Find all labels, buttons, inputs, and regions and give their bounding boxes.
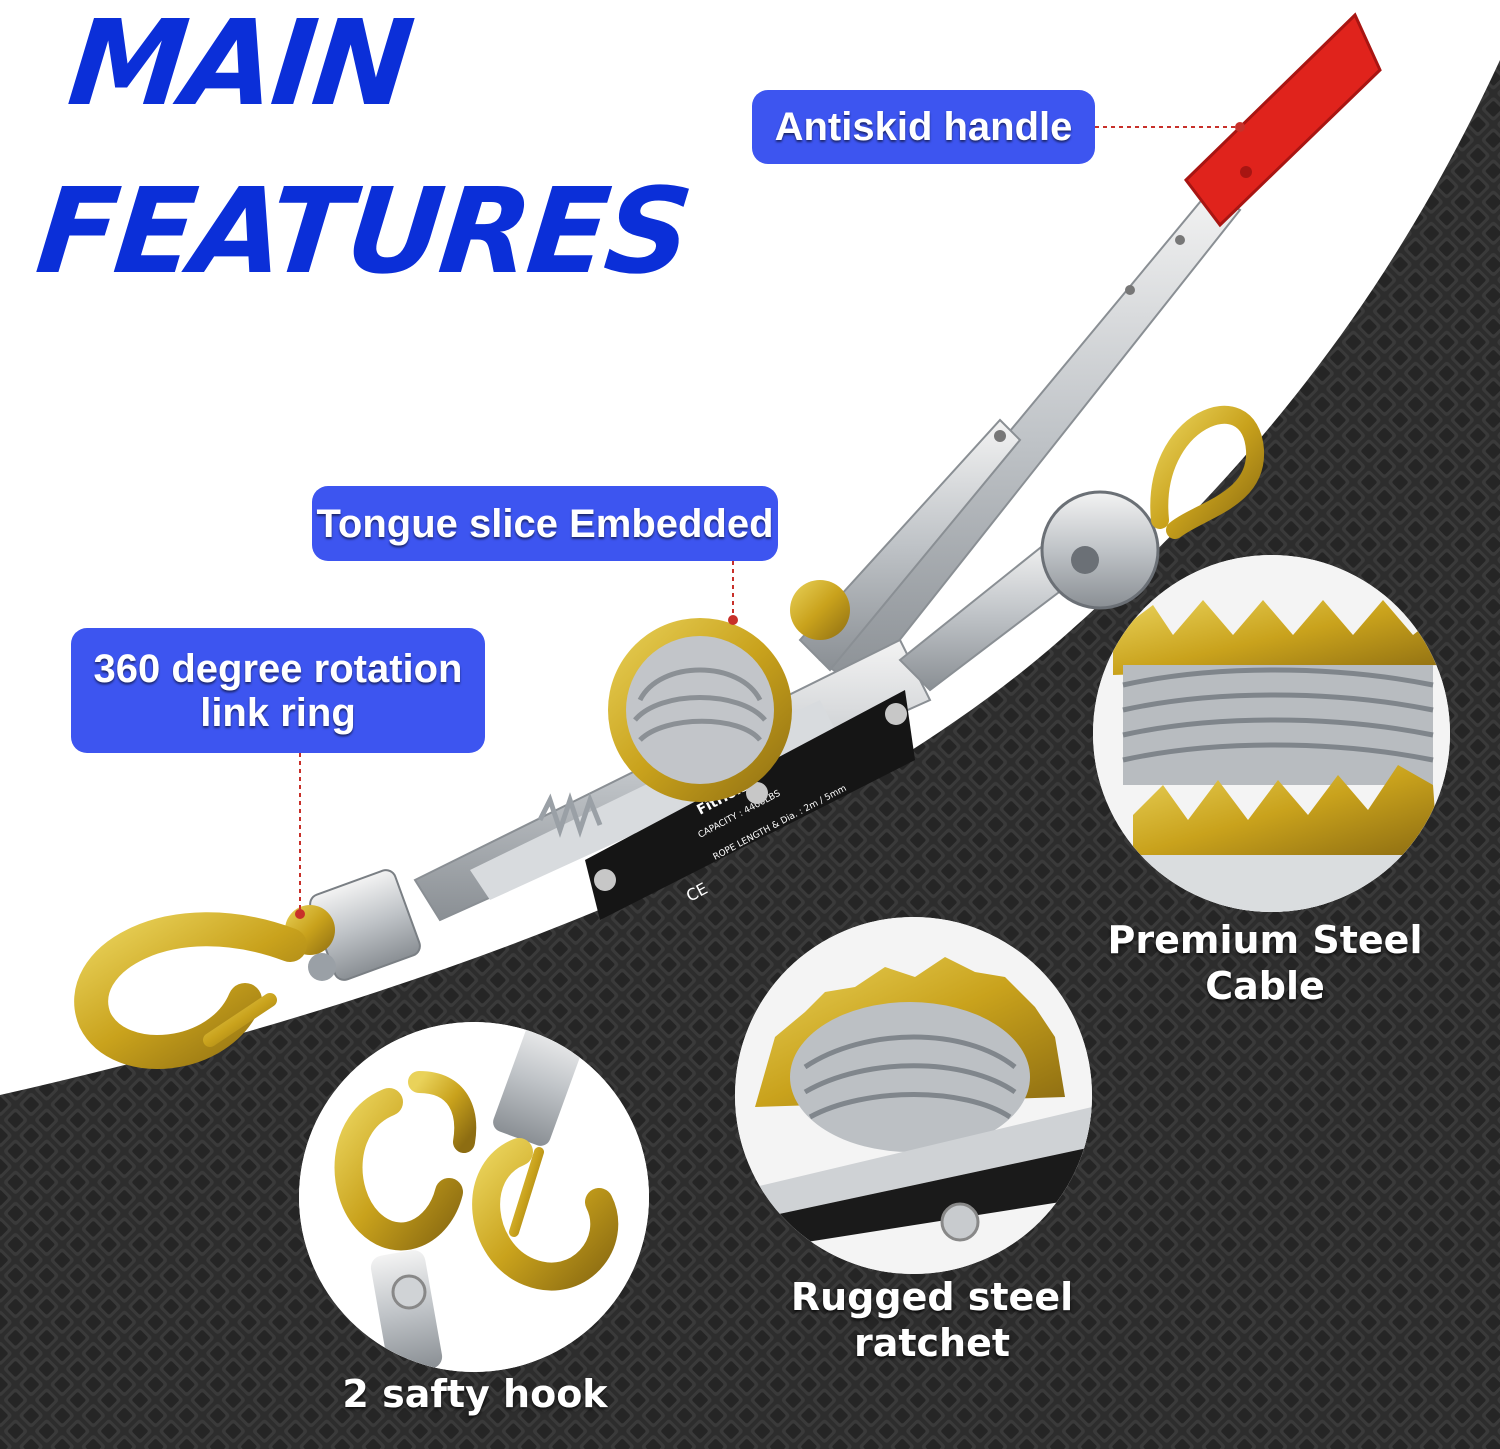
callout-antiskid-label: Antiskid handle	[774, 105, 1073, 149]
callout-tongue-label: Tongue slice Embedded	[316, 501, 774, 546]
ratchet-caption-line2: ratchet	[853, 1320, 1011, 1365]
ratchet-caption-line1: Rugged steel	[790, 1275, 1074, 1319]
winch-handle	[798, 12, 1382, 692]
feature-caption-hooks: 2 safty hook	[320, 1372, 630, 1418]
callout-leaders	[299, 126, 1238, 912]
cable-caption-line2: Cable	[1205, 963, 1325, 1008]
ratchet-closeup-image	[735, 917, 1092, 1274]
feature-caption-cable: Premium Steel Cable	[1090, 918, 1440, 1009]
detail-circle-ratchet	[735, 917, 1092, 1274]
leader-dot-handle	[1235, 122, 1245, 132]
feature-caption-ratchet: Rugged steel ratchet	[772, 1275, 1092, 1366]
callout-rotation-ring: 360 degree rotation link ring	[71, 628, 485, 753]
callout-antiskid-handle: Antiskid handle	[752, 90, 1095, 164]
winch-pulley	[898, 405, 1265, 692]
winch-gear	[608, 580, 850, 802]
detail-circle-hooks	[299, 1022, 649, 1372]
leader-dot-tongue	[728, 615, 738, 625]
hooks-closeup-image	[299, 1022, 649, 1372]
callout-rotation-line2: link ring	[200, 690, 356, 735]
callout-rotation-line1: 360 degree rotation	[93, 646, 463, 691]
cable-caption-line1: Premium Steel	[1107, 918, 1423, 962]
leader-dot-ring	[295, 909, 305, 919]
hooks-caption: 2 safty hook	[342, 1372, 608, 1416]
callout-tongue-slice: Tongue slice Embedded	[312, 486, 778, 561]
detail-circle-cable	[1093, 555, 1450, 912]
winch-left-hook	[74, 869, 421, 1069]
cable-closeup-image	[1093, 555, 1450, 912]
headline-main: MAIN	[62, 0, 417, 132]
headline-features: FEATURES	[30, 162, 696, 300]
